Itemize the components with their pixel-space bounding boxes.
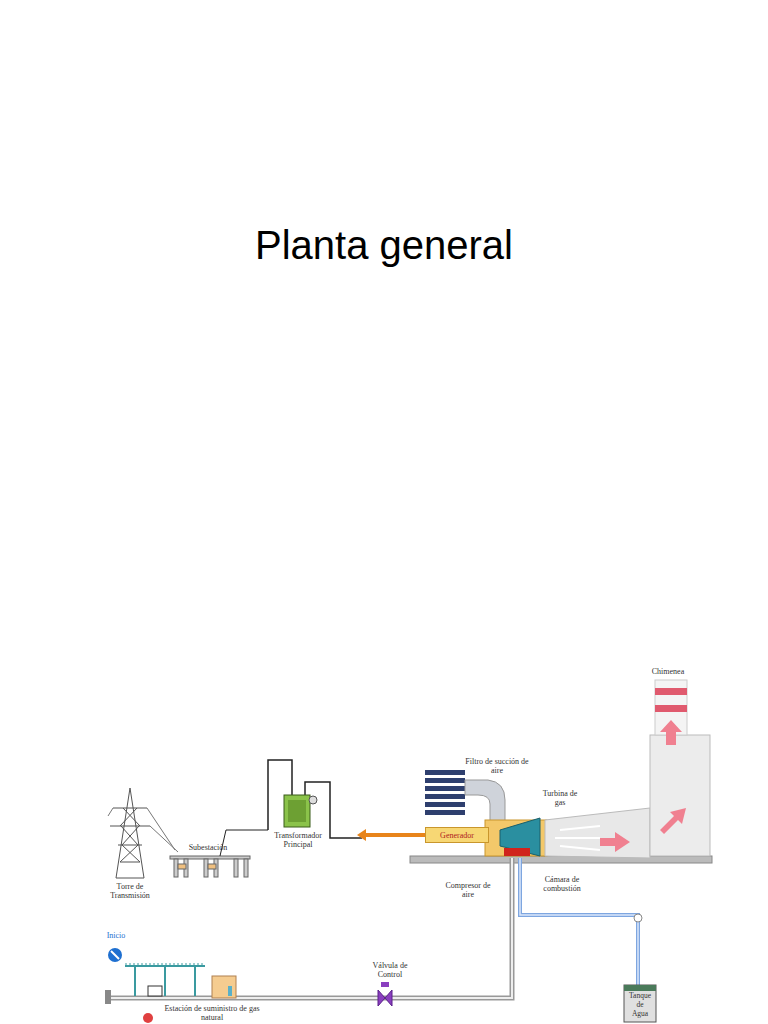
platform	[410, 856, 712, 863]
part-label: Compresor de aire	[443, 881, 493, 899]
start-icon	[108, 948, 153, 1023]
part-label: Chimenea	[638, 667, 698, 676]
substation	[170, 830, 268, 877]
node-text: Generador	[429, 831, 485, 840]
gas-station	[125, 964, 236, 998]
water-pipe	[520, 858, 642, 985]
part-label: Inicio	[96, 931, 136, 940]
transmission-tower	[108, 788, 178, 878]
part-label: Subestación	[178, 843, 238, 852]
part-label: Torre de Transmisión	[98, 882, 162, 900]
main-transformer	[268, 760, 362, 838]
part-label: Válvula de Control	[365, 961, 415, 979]
part-label: Filtro de succión de aire	[464, 757, 530, 775]
title: Planta general	[255, 222, 513, 268]
node-box: Transformador Principal	[263, 829, 333, 851]
part-label: Cámara de combustión	[532, 875, 592, 893]
gas-turbine	[485, 808, 650, 858]
part-label: Estación de suministro de gas natural	[157, 1004, 267, 1022]
gas-pipe	[108, 858, 512, 1004]
node-box: Tanque de Agua	[625, 989, 655, 1020]
air-filter	[425, 770, 505, 826]
part-label: Turbina de gas	[540, 789, 580, 807]
power-arrow	[357, 829, 425, 841]
water-tank	[624, 985, 656, 1022]
control-valve	[378, 982, 392, 1006]
node-box: Generador	[425, 827, 489, 843]
node-text: Tanque de Agua	[628, 991, 652, 1018]
node-text: Transformador Principal	[266, 831, 330, 849]
chimney	[600, 680, 710, 856]
